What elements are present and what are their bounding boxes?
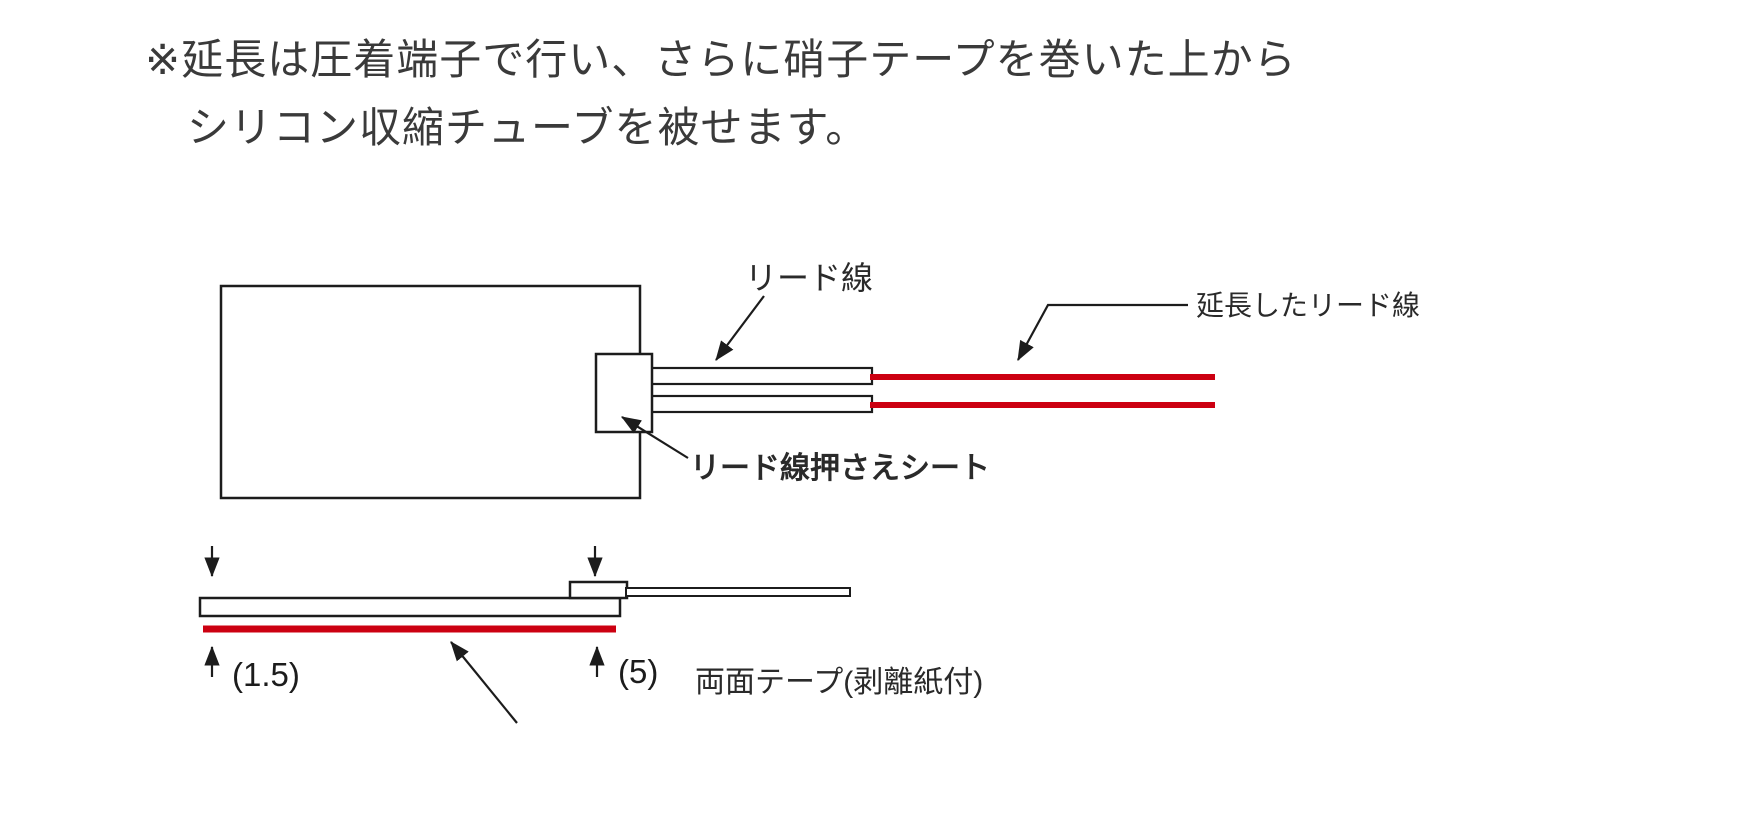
side-view-holder-rect xyxy=(568,580,629,600)
label-dim-1-5: (1.5) xyxy=(232,656,300,693)
label-extended-lead-wire: 延長したリード線 xyxy=(1196,290,1421,321)
label-lead-wire-holder-sheet: リード線押さえシート xyxy=(690,452,990,485)
extended-lead-wire-leader-arrow xyxy=(1017,303,1188,361)
side-view-lead-wire xyxy=(625,587,851,597)
lead-wire-leader-arrow xyxy=(715,295,765,361)
label-double-sided-tape: 両面テープ(剥離紙付) xyxy=(695,666,984,699)
label-dim-5: (5) xyxy=(618,653,659,690)
side-view-sheet-rect xyxy=(198,596,622,618)
lead-wire-2 xyxy=(646,394,874,414)
holder-sheet-leader-arrow xyxy=(621,416,689,459)
note-line-1: ※延長は圧着端子で行い、さらに硝子テープを巻いた上から xyxy=(145,36,1297,83)
note-text: ※延長は圧着端子で行い、さらに硝子テープを巻いた上から シリコン収縮チューブを被… xyxy=(145,26,1297,162)
note-line-2: シリコン収縮チューブを被せます。 xyxy=(187,104,869,152)
tape-leader-arrow xyxy=(450,641,518,724)
lead-wire-1 xyxy=(646,366,874,386)
heater-sheet-rect xyxy=(219,284,642,500)
label-lead-wire: リード線 xyxy=(745,260,874,296)
lead-wire-holder-rect xyxy=(594,352,654,434)
